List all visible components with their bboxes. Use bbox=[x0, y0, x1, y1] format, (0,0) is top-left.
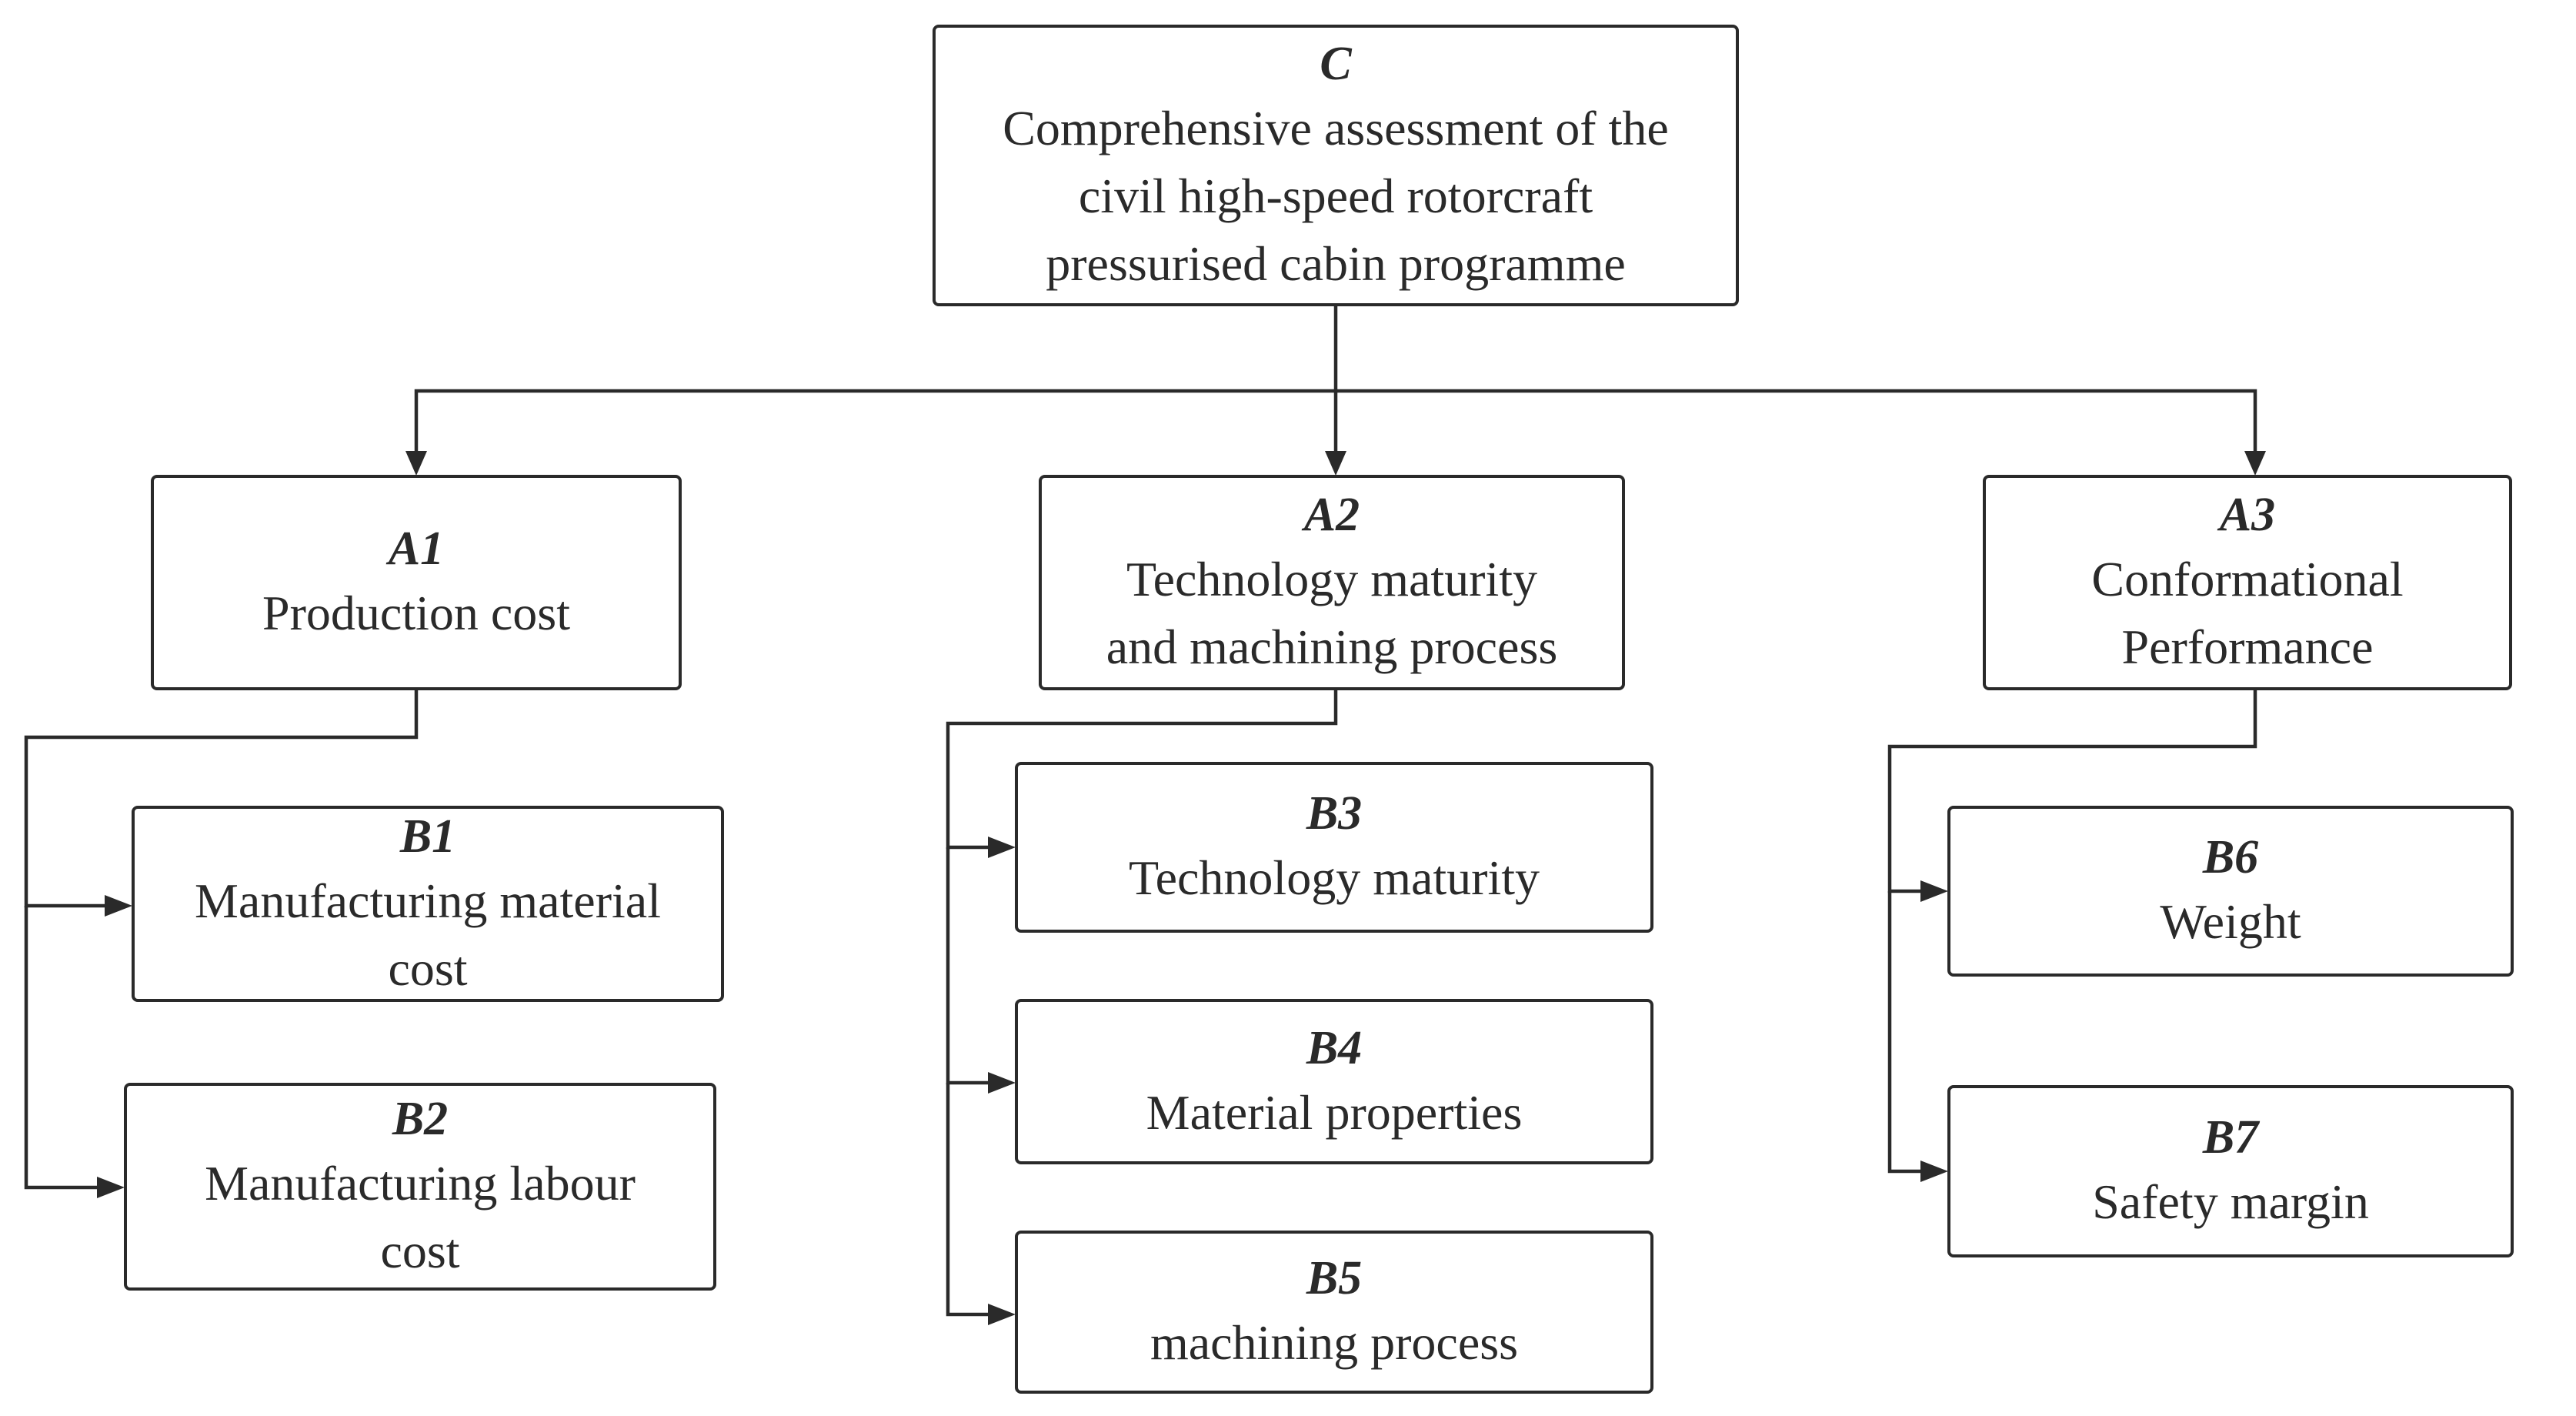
node-B2-code: B2 bbox=[392, 1093, 449, 1145]
node-B5: B5 machining process bbox=[1015, 1231, 1653, 1394]
edge-A2-B5 bbox=[946, 1083, 1000, 1317]
node-B7-label: Safety margin bbox=[2092, 1174, 2369, 1229]
edge-A3-B6 bbox=[1887, 690, 2257, 893]
edge-A2-B3 bbox=[946, 690, 1338, 850]
node-C-code: C bbox=[1320, 38, 1352, 90]
node-A3-label: Conformational Performance bbox=[2091, 552, 2404, 674]
node-B1-code: B1 bbox=[399, 810, 456, 863]
node-B7: B7 Safety margin bbox=[1947, 1085, 2514, 1257]
node-B4-code: B4 bbox=[1306, 1021, 1363, 1074]
node-A2-code: A2 bbox=[1303, 489, 1360, 541]
node-B3-code: B3 bbox=[1306, 787, 1363, 840]
node-B4-label: Material properties bbox=[1146, 1084, 1523, 1140]
node-B6: B6 Weight bbox=[1947, 806, 2514, 977]
arrowhead-B2 bbox=[97, 1177, 125, 1198]
node-B6-code: B6 bbox=[2202, 831, 2259, 883]
edge-A3-B7 bbox=[1887, 891, 1933, 1174]
arrowhead-A2 bbox=[1325, 451, 1346, 476]
node-B1: B1 Manufacturing material cost bbox=[132, 806, 724, 1002]
node-A1-label: Production cost bbox=[262, 586, 570, 640]
arrowhead-B7 bbox=[1920, 1161, 1948, 1182]
node-B4: B4 Material properties bbox=[1015, 999, 1653, 1164]
node-B5-code: B5 bbox=[1306, 1252, 1363, 1304]
node-B3-label: Technology maturity bbox=[1128, 850, 1540, 905]
edge-A1-B1 bbox=[24, 690, 419, 908]
node-C-label: Comprehensive assessment of the civil hi… bbox=[1003, 101, 1669, 291]
node-B7-code: B7 bbox=[2202, 1111, 2259, 1164]
edge-C-A1 bbox=[414, 305, 1338, 454]
node-A2: A2 Technology maturity and machining pro… bbox=[1039, 475, 1625, 690]
edge-C-A3 bbox=[1336, 389, 2257, 454]
arrowhead-B4 bbox=[988, 1072, 1016, 1094]
node-A1: A1 Production cost bbox=[151, 475, 682, 690]
node-C: C Comprehensive assessment of the civil … bbox=[933, 25, 1739, 306]
edge-A2-B4 bbox=[946, 847, 1000, 1085]
node-B5-label: machining process bbox=[1150, 1315, 1519, 1370]
node-B2: B2 Manufacturing labour cost bbox=[124, 1083, 716, 1291]
edge-A1-B2 bbox=[24, 906, 109, 1190]
node-A3: A3 Conformational Performance bbox=[1983, 475, 2512, 690]
node-A3-code: A3 bbox=[2219, 489, 2276, 541]
arrowhead-A3 bbox=[2244, 451, 2266, 476]
node-A1-code: A1 bbox=[388, 523, 445, 575]
node-B6-label: Weight bbox=[2160, 894, 2301, 949]
arrowheads bbox=[97, 451, 2266, 1325]
arrowhead-A1 bbox=[405, 451, 427, 476]
arrowhead-B3 bbox=[988, 837, 1016, 858]
node-B1-label: Manufacturing material cost bbox=[195, 873, 661, 996]
arrowhead-B6 bbox=[1920, 880, 1948, 902]
node-B2-label: Manufacturing labour cost bbox=[205, 1156, 636, 1278]
arrowhead-B1 bbox=[105, 895, 132, 917]
node-B3: B3 Technology maturity bbox=[1015, 762, 1653, 933]
arrowhead-B5 bbox=[988, 1304, 1016, 1325]
node-A2-label: Technology maturity and machining proces… bbox=[1106, 552, 1558, 674]
